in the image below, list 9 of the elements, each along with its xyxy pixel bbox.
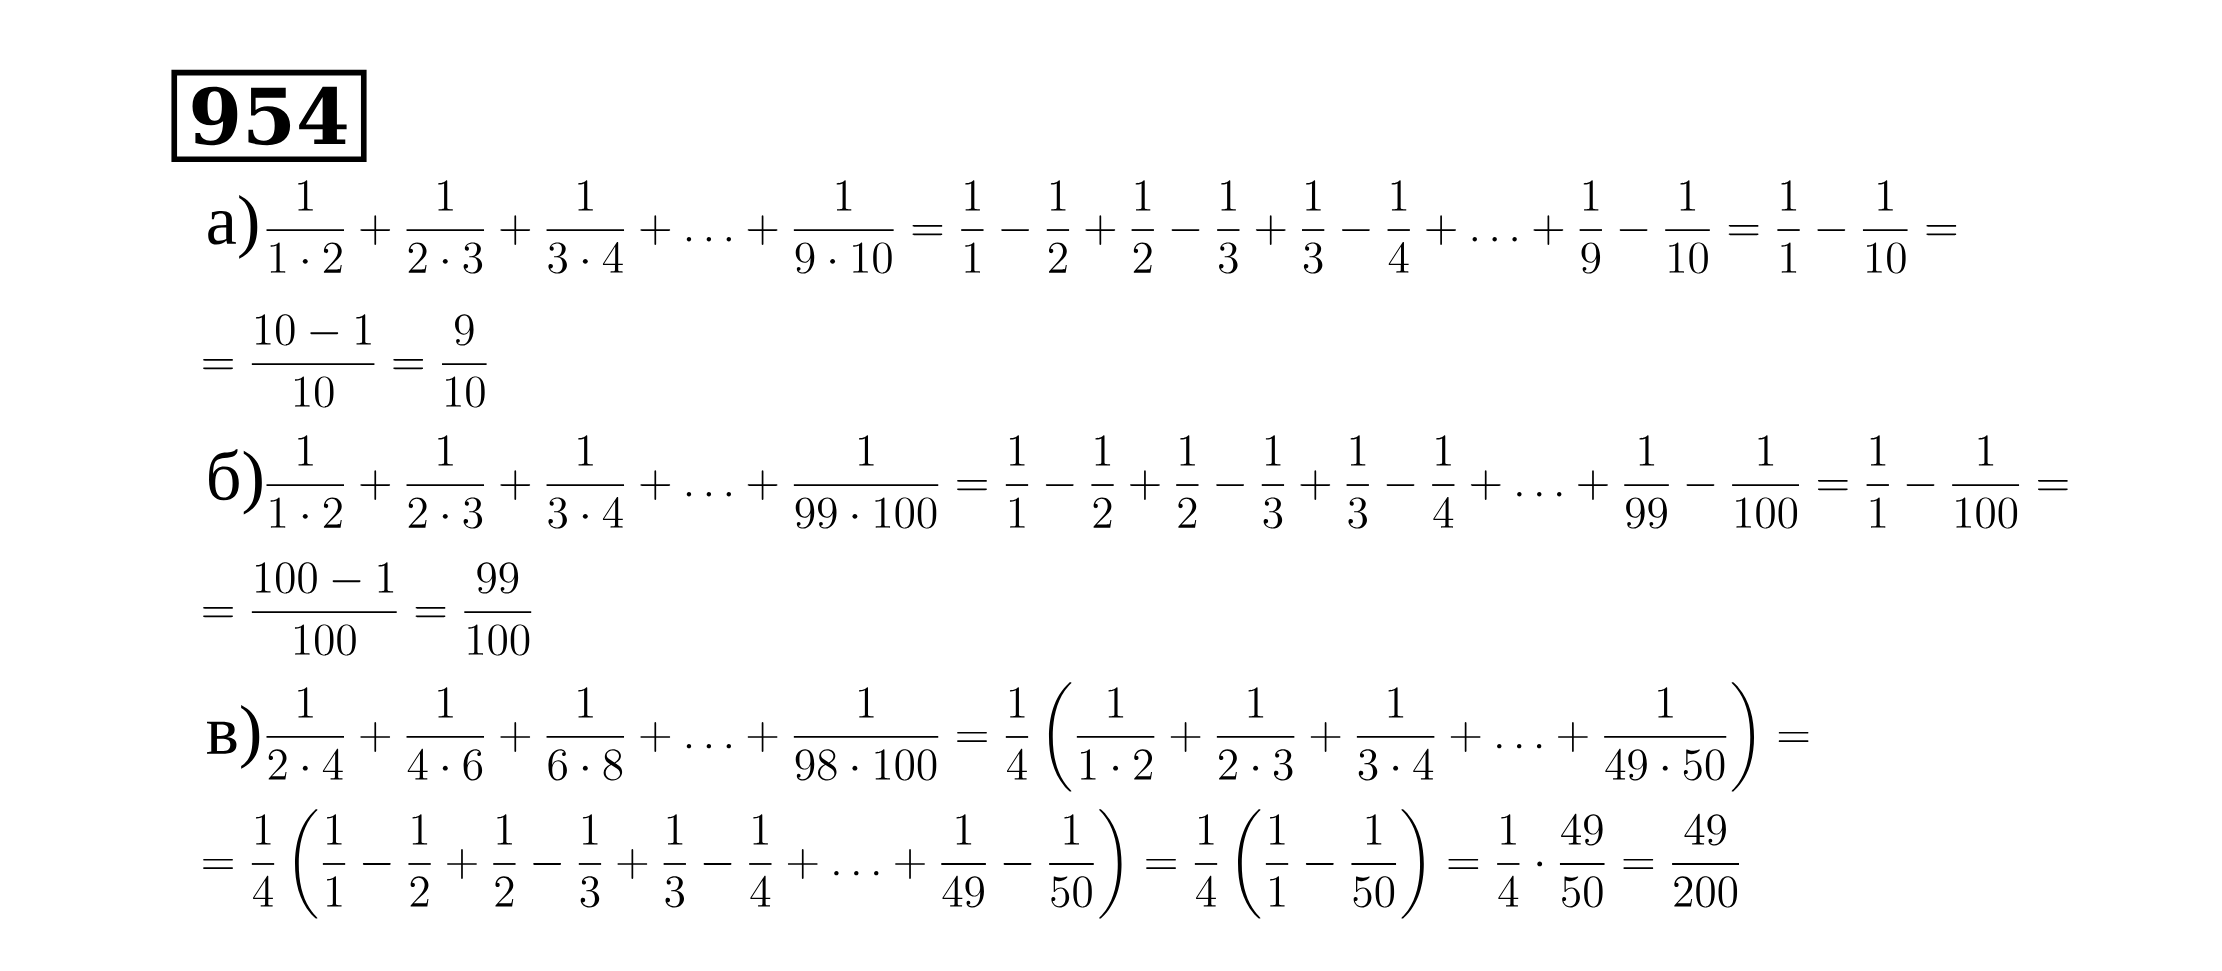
number-box: 954 [171, 69, 367, 163]
formula: $=\frac{100-1}{100}=\frac{99}{100}$ [203, 562, 532, 656]
formula: $=\frac{1}{4}\left(\frac{1}{1}-\frac{1}{2}+\frac{1}{2}-\frac{1}{3}+\frac{1}{3}-\frac{1}{4}+\ldots+\frac{1}{49}-\frac{1}{50}\right)=\frac{1}{4}\left(\frac{1}{1}-\frac{1}{50}\right)=\frac{1}{4}\cdot\frac{49}{50}=\frac{49}{200}$ [203, 809, 1739, 919]
formula: $\frac{1}{1\cdot 2}+\frac{1}{2\cdot 3}+\frac{1}{3\cdot 4}+\ldots+\frac{1}{99\cdot 100}=\frac{1}{1}-\frac{1}{2}+\frac{1}{2}-\frac{1}{3}+\frac{1}{3}-\frac{1}{4}+\ldots+\frac{1}{99}-\frac{1}{100}=\frac{1}{1}-\frac{1}{100}=$ [266, 435, 2068, 529]
formula: $\frac{1}{1\cdot 2}+\frac{1}{2\cdot 3}+\frac{1}{3\cdot 4}+\ldots+\frac{1}{9\cdot 10}=\frac{1}{1}-\frac{1}{2}+\frac{1}{2}-\frac{1}{3}+\frac{1}{3}-\frac{1}{4}+\ldots+\frac{1}{9}-\frac{1}{10}=\frac{1}{1}-\frac{1}{10}=$ [266, 180, 1957, 274]
item-letter: в) [207, 705, 260, 769]
formula: $=\frac{10-1}{10}=\frac{9}{10}$ [203, 314, 487, 408]
item-letter: б) [209, 449, 262, 515]
formula: $\frac{1}{2\cdot 4}+\frac{1}{4\cdot 6}+\frac{1}{6\cdot 8}+\ldots+\frac{1}{98\cdot 100}=\frac{1}{4}\left(\frac{1}{1\cdot 2}+\frac{1}{2\cdot 3}+\frac{1}{3\cdot 4}+\ldots+\frac{1}{49\cdot 50}\right)=$ [266, 682, 1809, 792]
